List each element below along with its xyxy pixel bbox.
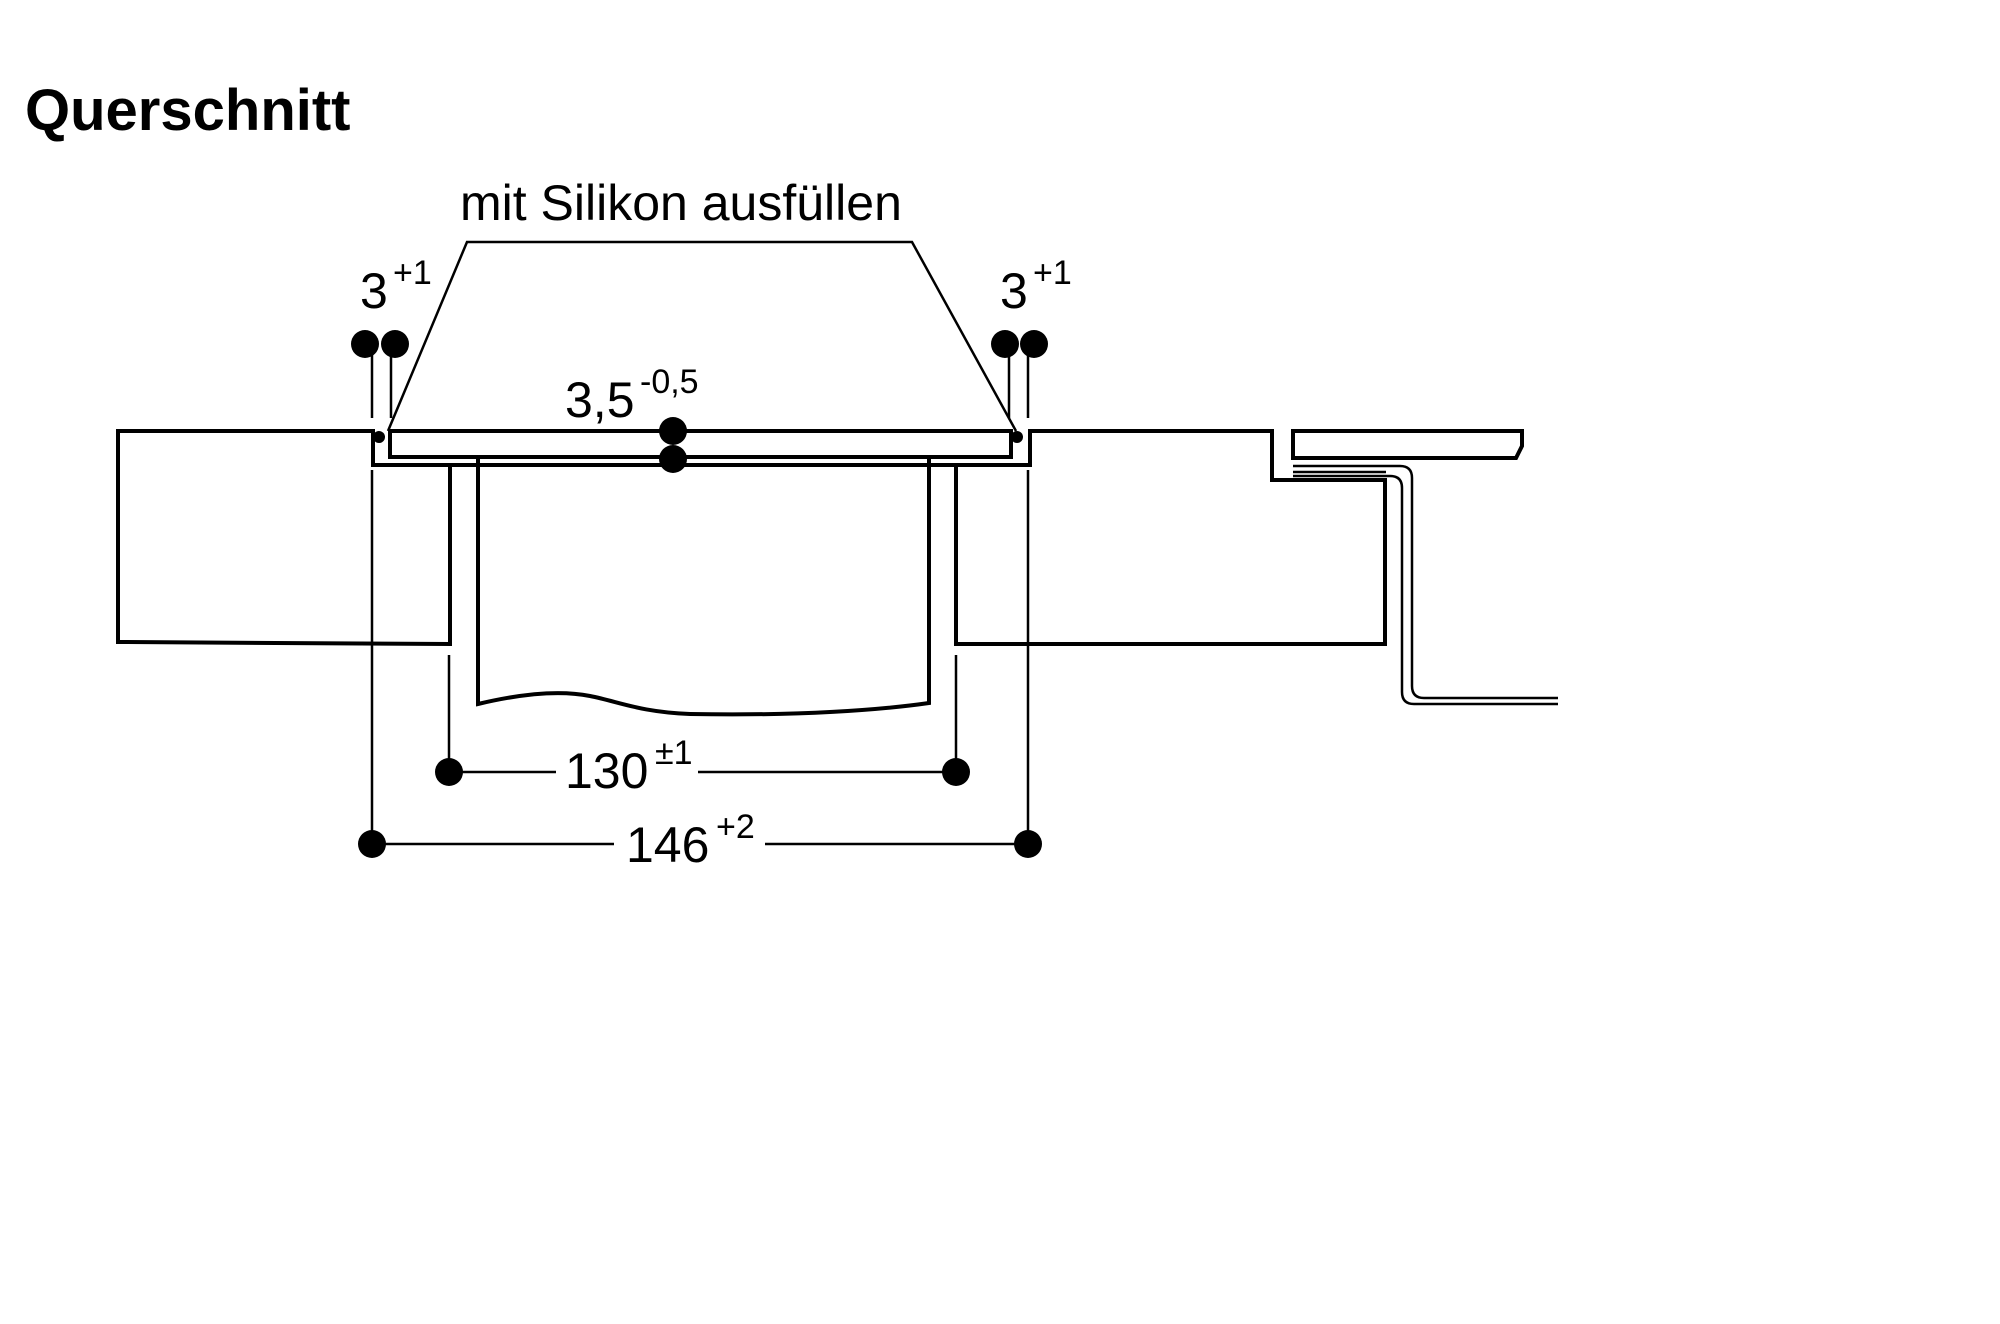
gap-right-value: 3 xyxy=(1000,263,1028,319)
device-glass-panel xyxy=(388,429,1013,459)
silicone-point-right xyxy=(1011,431,1023,443)
outer-width-marker-left xyxy=(358,830,386,858)
gap-left-marker-2 xyxy=(381,330,409,358)
inner-width-tolerance: ±1 xyxy=(655,734,693,772)
thickness-marker-bottom xyxy=(659,445,687,473)
gap-right-tolerance: +1 xyxy=(1033,254,1072,292)
device-body xyxy=(476,457,931,717)
thickness-tolerance: -0,5 xyxy=(640,363,699,401)
adjacent-frame-outer xyxy=(1293,464,1558,700)
adjacent-glass-panel xyxy=(1291,429,1524,460)
inner-width-marker-left xyxy=(435,758,463,786)
silicone-note: mit Silikon ausfüllen xyxy=(460,175,902,231)
silicone-leader xyxy=(386,240,1018,432)
gap-left-value: 3 xyxy=(360,263,388,319)
countertop-right xyxy=(954,429,1387,646)
page-title: Querschnitt xyxy=(25,78,351,143)
gap-right-marker-2 xyxy=(1020,330,1048,358)
inner-width-marker-right xyxy=(942,758,970,786)
thickness-value: 3,5 xyxy=(565,372,635,428)
gap-left-marker-1 xyxy=(351,330,379,358)
outer-width-marker-right xyxy=(1014,830,1042,858)
inner-width-value: 130 xyxy=(565,743,648,799)
gap-right-marker-1 xyxy=(991,330,1019,358)
outer-width-value: 146 xyxy=(626,817,709,873)
gap-left-tolerance: +1 xyxy=(393,254,432,292)
adjacent-frame-outer-2 xyxy=(1293,474,1558,706)
countertop-left xyxy=(116,429,452,647)
recess-frame xyxy=(371,431,1032,467)
silicone-point-left xyxy=(373,431,385,443)
thickness-marker-top xyxy=(659,417,687,445)
outer-width-tolerance: +2 xyxy=(716,808,755,846)
